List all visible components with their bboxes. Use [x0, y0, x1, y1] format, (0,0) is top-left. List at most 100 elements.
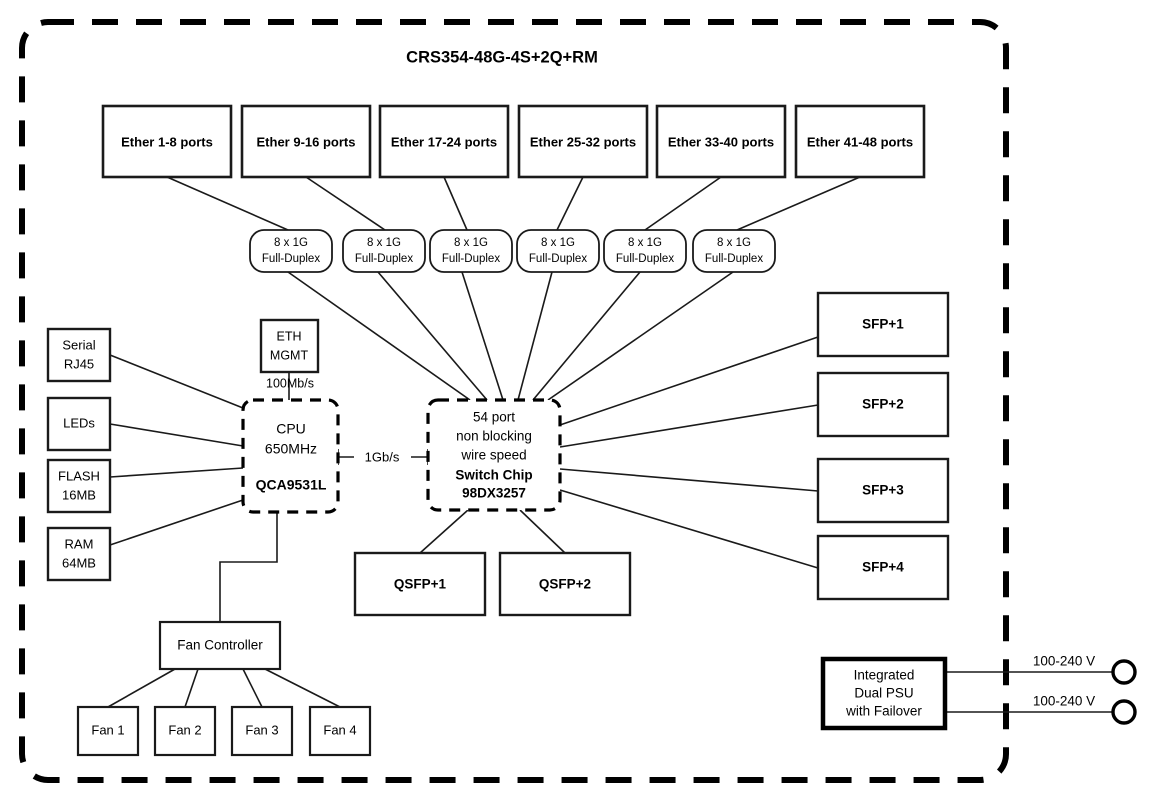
peripheral-flash-rect: [46, 458, 112, 514]
link-fanctrl-fan2: [184, 668, 199, 708]
fan-box-3-rect: [230, 705, 294, 757]
diagram-title: CRS354-48G-4S+2Q+RM: [406, 48, 598, 66]
cpu-line1: CPU: [276, 421, 306, 437]
phy-pill-6-line2: Full-Duplex: [705, 253, 763, 265]
peripheral-flash-line1: FLASH: [58, 468, 100, 483]
fan-box-4-rect: [308, 705, 372, 757]
phy-pill-1-rect: [249, 229, 333, 273]
switch-to-sfp-links: [559, 336, 819, 569]
phy-pill-5-rect: [603, 229, 687, 273]
phy-pill-3-rect: [429, 229, 513, 273]
qsfp-box-1[interactable]: QSFP+1: [353, 551, 487, 617]
switch-chip-rect: [426, 398, 562, 512]
sfp-box-2-label: SFP+2: [862, 397, 904, 412]
link-ether1-phy1: [166, 176, 289, 231]
peripheral-serial-rj45[interactable]: Serial RJ45: [46, 327, 112, 383]
peripheral-ram-line2: 64MB: [62, 555, 96, 570]
link-serial-cpu: [109, 354, 244, 409]
phy-pill-4[interactable]: 8 x 1G Full-Duplex: [516, 229, 600, 273]
psu-rect: [820, 656, 948, 731]
peripheral-ram[interactable]: RAM 64MB: [46, 526, 112, 582]
ether-box-5-label: Ether 33-40 ports: [668, 134, 774, 149]
link-ether3-phy3: [443, 176, 468, 231]
eth-mgmt-line1: ETH: [277, 329, 302, 343]
switch-chip-line4: Switch Chip: [455, 468, 532, 483]
fan-box-4[interactable]: Fan 4: [308, 705, 372, 757]
sfp-box-1-label: SFP+1: [862, 317, 904, 332]
ether-to-phy-links: [166, 176, 861, 231]
link-phy2-switch: [377, 271, 488, 401]
phy-pill-2[interactable]: 8 x 1G Full-Duplex: [342, 229, 426, 273]
ether-box-6[interactable]: Ether 41-48 ports: [794, 104, 926, 179]
ether-box-1[interactable]: Ether 1-8 ports: [101, 104, 233, 179]
fan-controller-box[interactable]: Fan Controller: [158, 620, 282, 671]
psu-input-1-terminal-icon: [1111, 659, 1137, 685]
peripheral-leds-line1: LEDs: [63, 415, 95, 430]
fan-box-2[interactable]: Fan 2: [153, 705, 217, 757]
label-cpu-switch-speed: 1Gb/s: [365, 449, 400, 464]
switch-chip-block[interactable]: 54 port non blocking wire speed Switch C…: [426, 398, 562, 512]
fans-group: Fan 1 Fan 2 Fan 3 Fan 4: [76, 705, 372, 757]
phy-pill-5-line2: Full-Duplex: [616, 253, 674, 265]
phy-pill-4-line1: 8 x 1G: [541, 237, 575, 249]
psu-input-1-label: 100-240 V: [1033, 654, 1095, 669]
peripheral-leds-rect: [46, 396, 112, 452]
sfp-box-4-label: SFP+4: [862, 560, 904, 575]
ether-box-4[interactable]: Ether 25-32 ports: [517, 104, 649, 179]
eth-mgmt-box[interactable]: ETH MGMT: [259, 318, 320, 374]
link-ether2-phy2: [305, 176, 386, 231]
ether-box-6-rect: [794, 104, 926, 179]
sfp-box-2[interactable]: SFP+2: [816, 371, 950, 438]
sfp-box-1[interactable]: SFP+1: [816, 291, 950, 358]
phy-pills-group: 8 x 1G Full-Duplex 8 x 1G Full-Duplex 8 …: [249, 229, 776, 273]
fancontroller-to-fans-links: [107, 668, 341, 708]
peripheral-ram-rect: [46, 526, 112, 582]
ether-box-5[interactable]: Ether 33-40 ports: [655, 104, 787, 179]
fan-box-3-label: Fan 3: [245, 722, 278, 737]
peripheral-leds[interactable]: LEDs: [46, 396, 112, 452]
link-fanctrl-fan4: [264, 668, 341, 708]
peripheral-serial-rj45-line1: Serial: [62, 337, 95, 352]
peripheral-flash-line2: 16MB: [62, 487, 96, 502]
qsfp-box-2[interactable]: QSFP+2: [498, 551, 632, 617]
sfp-box-3[interactable]: SFP+3: [816, 457, 950, 524]
cpu-line3: QCA9531L: [256, 477, 327, 493]
phy-pill-1-line1: 8 x 1G: [274, 237, 308, 249]
phy-pill-5-line1: 8 x 1G: [628, 237, 662, 249]
ether-box-2-rect: [240, 104, 372, 179]
phy-pill-6[interactable]: 8 x 1G Full-Duplex: [692, 229, 776, 273]
phy-pill-3[interactable]: 8 x 1G Full-Duplex: [429, 229, 513, 273]
fan-box-1-label: Fan 1: [91, 722, 124, 737]
peripheral-flash[interactable]: FLASH 16MB: [46, 458, 112, 514]
sfp-box-3-label: SFP+3: [862, 483, 904, 498]
ether-box-2-label: Ether 9-16 ports: [257, 134, 356, 149]
eth-mgmt-rect: [259, 318, 320, 374]
link-switch-qsfp2: [519, 509, 566, 554]
phy-pill-6-rect: [692, 229, 776, 273]
sfp-box-2-rect: [816, 371, 950, 438]
psu-box[interactable]: Integrated Dual PSU with Failover: [820, 656, 948, 731]
cpu-block[interactable]: CPU 650MHz QCA9531L: [241, 398, 340, 514]
ether-box-2[interactable]: Ether 9-16 ports: [240, 104, 372, 179]
label-mgmt-speed: 100Mb/s: [266, 376, 314, 390]
phy-pill-5[interactable]: 8 x 1G Full-Duplex: [603, 229, 687, 273]
sfp-box-4-rect: [816, 534, 950, 601]
ether-box-3[interactable]: Ether 17-24 ports: [378, 104, 510, 179]
phy-pill-2-line1: 8 x 1G: [367, 237, 401, 249]
peripheral-serial-rj45-line2: RJ45: [64, 356, 94, 371]
link-switch-sfp3: [559, 468, 819, 492]
link-phy4-switch: [517, 271, 553, 401]
phy-pill-4-line2: Full-Duplex: [529, 253, 587, 265]
phy-pill-1[interactable]: 8 x 1G Full-Duplex: [249, 229, 333, 273]
fan-box-3[interactable]: Fan 3: [230, 705, 294, 757]
peripheral-to-cpu-links: [109, 354, 244, 546]
cpu-switch-link: 1Gb/s: [337, 448, 429, 466]
sfp-box-4[interactable]: SFP+4: [816, 534, 950, 601]
fan-box-1[interactable]: Fan 1: [76, 705, 140, 757]
device-chassis-boundary: [19, 19, 1009, 783]
eth-mgmt-line2: MGMT: [270, 348, 309, 362]
sfp-box-1-rect: [816, 291, 950, 358]
link-phy1-switch: [287, 271, 471, 401]
phy-pill-1-line2: Full-Duplex: [262, 253, 320, 265]
switch-chip-line5: 98DX3257: [462, 486, 526, 501]
